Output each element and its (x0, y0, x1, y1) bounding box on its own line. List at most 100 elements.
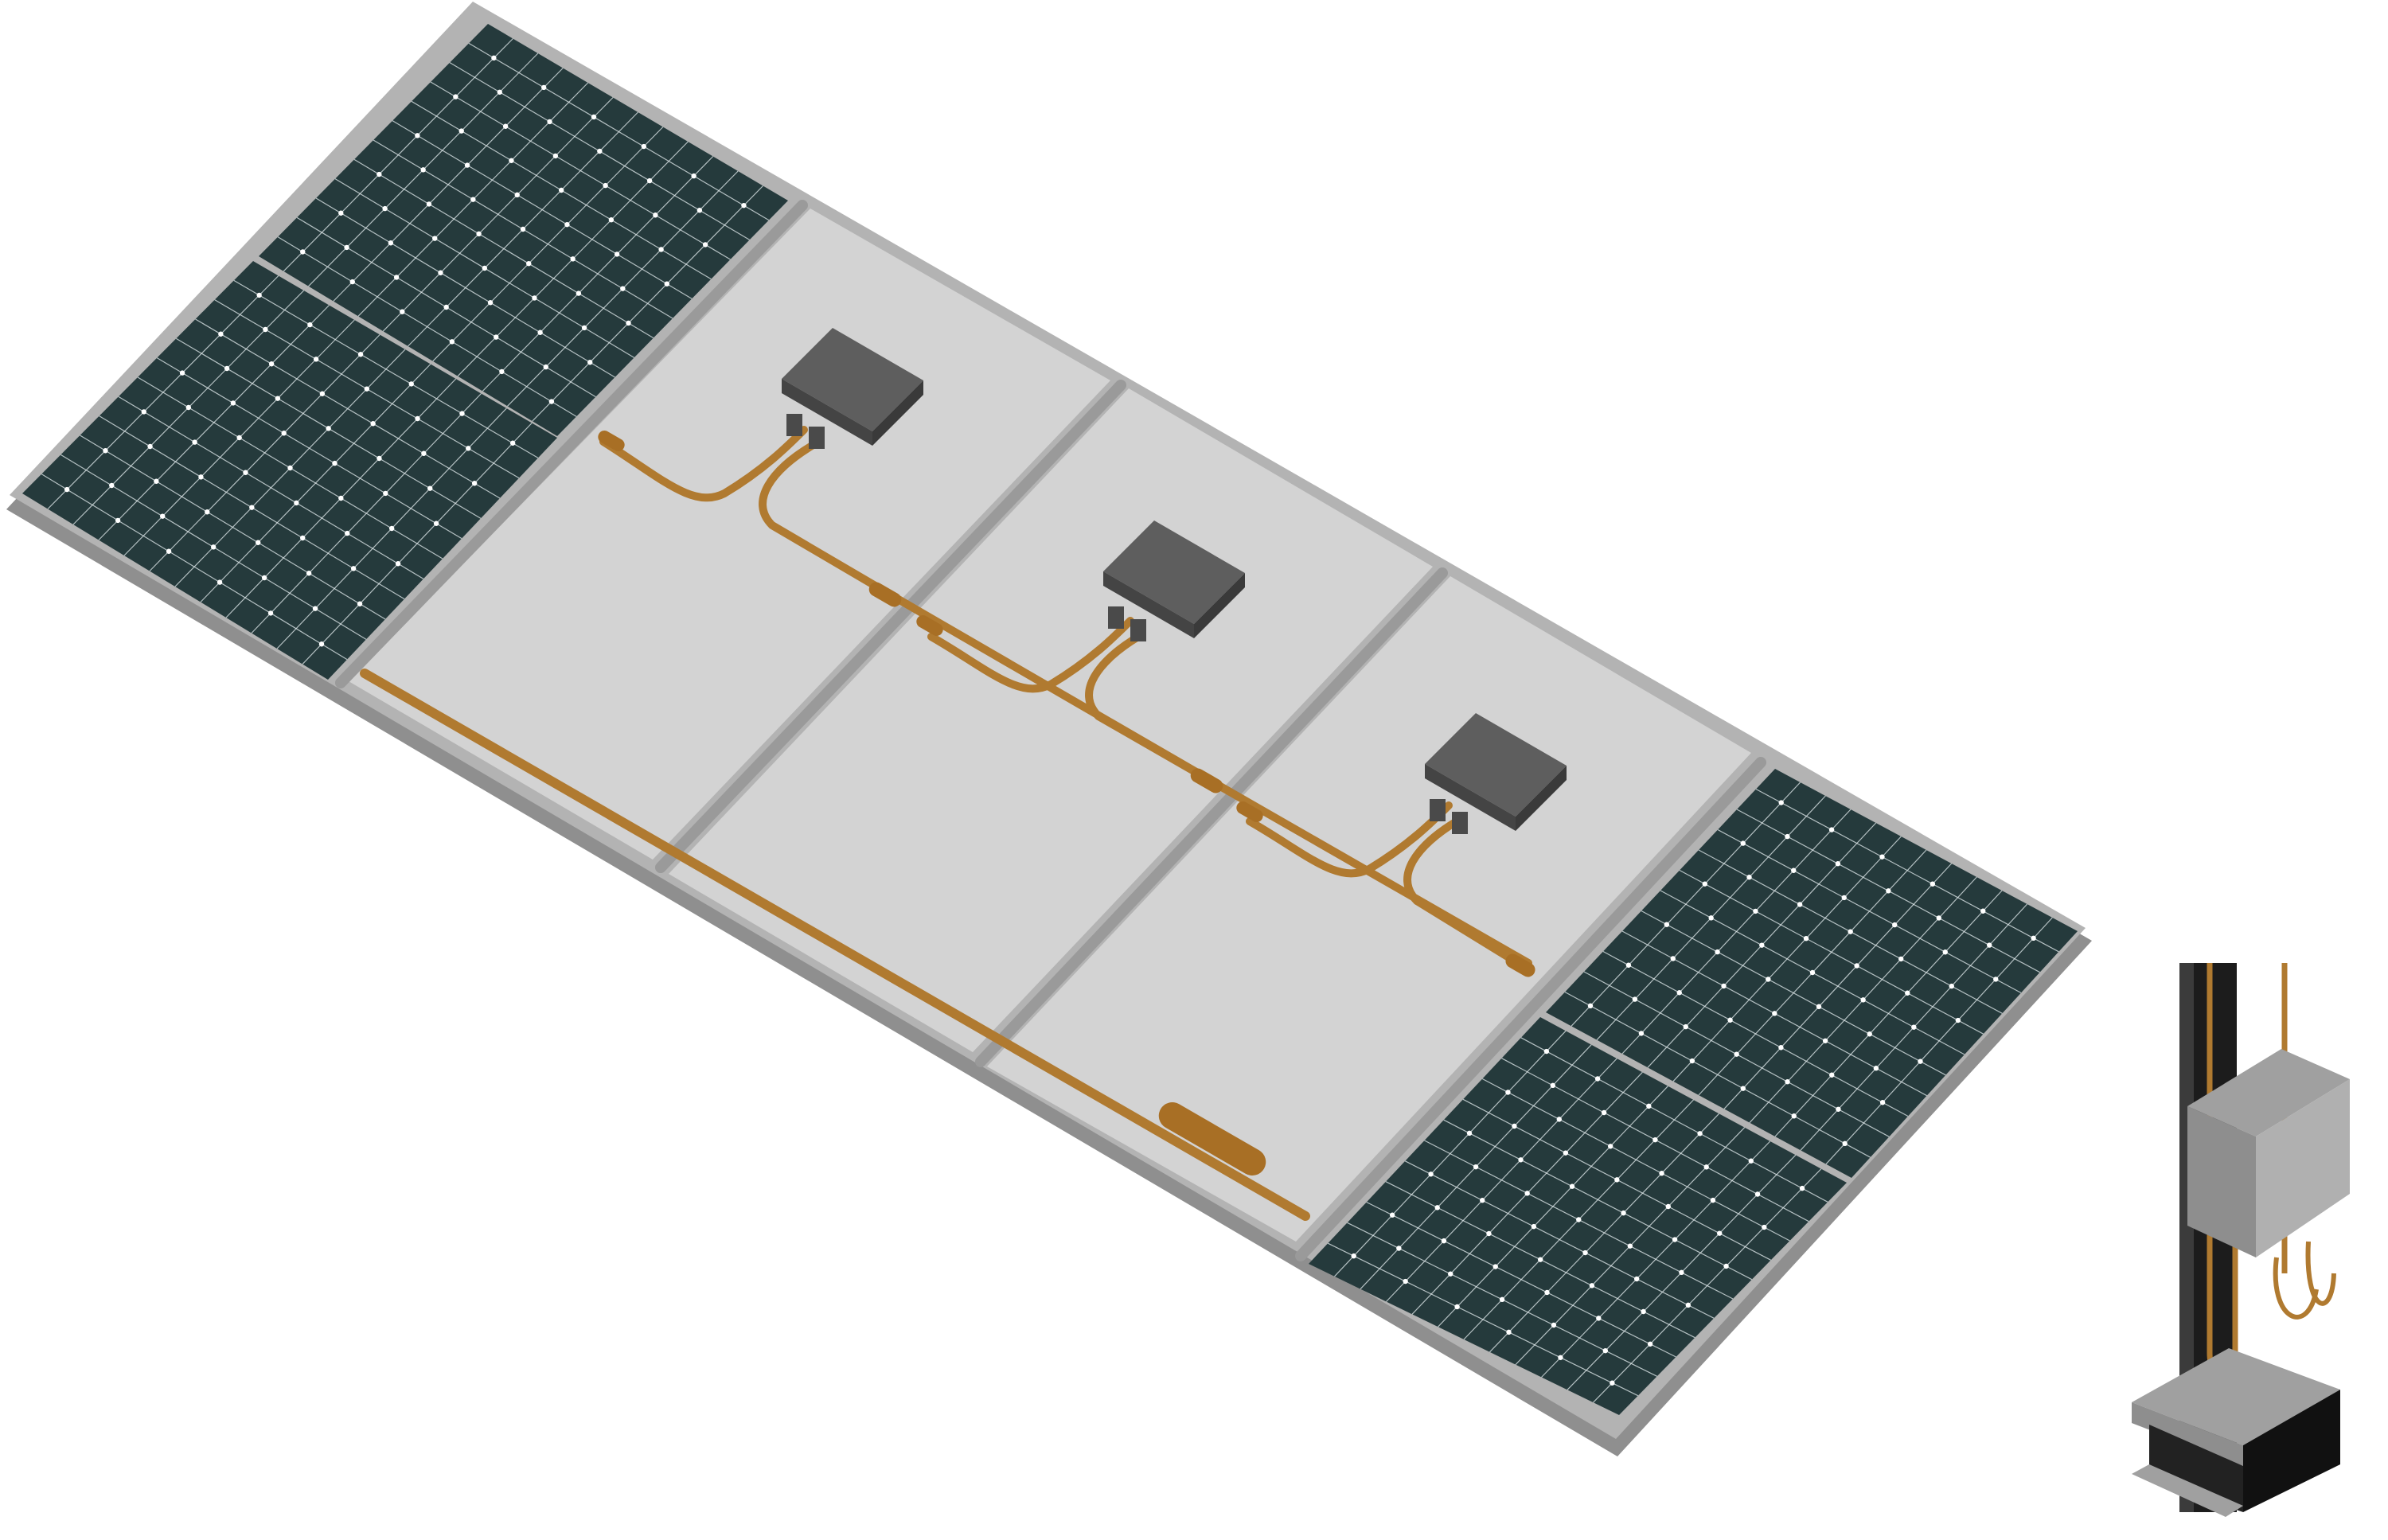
cell-dot (443, 304, 449, 310)
cell-dot (641, 143, 647, 150)
cell-dot (313, 357, 319, 362)
microinverter-box-icon (1425, 713, 1567, 817)
cell-dot (1607, 1144, 1613, 1149)
cell-dot (141, 409, 146, 415)
cell-dot (1955, 1017, 1961, 1023)
cell-dot (608, 217, 615, 223)
solar-panel-left (22, 24, 788, 680)
cell-dot (1641, 1308, 1646, 1315)
cell-dot (395, 561, 401, 567)
cell-dot (267, 610, 274, 616)
cell-dot (597, 148, 603, 154)
cell-line (302, 423, 533, 665)
inverter-port (1452, 812, 1468, 834)
cell-dot (1708, 915, 1714, 921)
cell-dot (1753, 908, 1758, 914)
cell-dot (1596, 1316, 1602, 1321)
cell-dot (564, 221, 570, 228)
cell-dot (1672, 1237, 1678, 1242)
cell-dot (1524, 1191, 1530, 1196)
cell-dot (1441, 1238, 1447, 1244)
cell-dot (1791, 867, 1797, 873)
microinverter-1 (782, 328, 923, 449)
cell-dot (1646, 1103, 1652, 1109)
cell-dot (626, 320, 631, 326)
cell-dot (377, 171, 382, 177)
cell-dot (357, 352, 364, 357)
cell-dot (1389, 1212, 1395, 1218)
cell-dot (1492, 1264, 1498, 1269)
cell-dot (1683, 1023, 1688, 1030)
cell-dot (1816, 1004, 1822, 1010)
cell-dot (1670, 956, 1676, 961)
cell-dot (458, 128, 464, 134)
cell-dot (691, 173, 696, 179)
cell-dot (1434, 1205, 1440, 1211)
cell-dot (1778, 1045, 1784, 1051)
cell-line (98, 305, 330, 540)
cell-dot (400, 309, 405, 314)
microinverter-side (782, 379, 872, 446)
connector (598, 431, 625, 451)
inverter-port (1430, 799, 1446, 821)
cell-dot (300, 249, 306, 255)
inverter-lead (927, 617, 1134, 693)
cell-dot (312, 606, 318, 611)
cell-dot (1676, 990, 1682, 996)
cell-dot (696, 208, 703, 213)
cell-dot (547, 119, 552, 125)
cell-dot (263, 326, 268, 333)
cell-dot (408, 381, 414, 387)
cell-dot (1454, 1304, 1460, 1310)
cell-line (47, 275, 279, 509)
cell-dot (552, 153, 559, 159)
cell-dot (548, 399, 555, 404)
cell-dot (1621, 1210, 1626, 1216)
cell-dot (537, 329, 543, 335)
cell-dot (388, 240, 394, 246)
microinverter-side (1516, 766, 1567, 831)
cell-dot (1537, 1257, 1543, 1262)
panel-back-2 (669, 388, 1433, 1052)
cell-dot (261, 575, 267, 581)
cell-dot (453, 94, 458, 99)
microinverter-side (872, 380, 923, 446)
cell-dot (427, 485, 433, 491)
cell-dot (1860, 997, 1866, 1003)
cell-dot (287, 465, 293, 471)
panel-divider-rails (335, 200, 1766, 1261)
cell-dot (1602, 1347, 1609, 1354)
cell-dot (1759, 942, 1765, 948)
cell-dot (236, 435, 242, 441)
cell-dot (471, 481, 478, 486)
cell-dot (1486, 1230, 1492, 1237)
cell-dot (338, 495, 344, 501)
cell-dot (1679, 1269, 1684, 1276)
cell-dot (576, 290, 582, 296)
cell-dot (1601, 1109, 1607, 1116)
cell-dot (476, 231, 482, 237)
cell-dot (1936, 915, 1941, 921)
cell-dot (558, 187, 564, 193)
divider-rail (335, 200, 808, 688)
cell-dot (1518, 1157, 1524, 1163)
cell-dot (1835, 861, 1841, 867)
cell-dot (532, 295, 537, 301)
inverter-chain (1403, 817, 1524, 969)
cell-grid (41, 38, 770, 665)
cell-dot (103, 448, 108, 454)
cell-dot (1799, 1185, 1805, 1191)
bracket-foot (2132, 1464, 2243, 1517)
cell-line (1334, 1030, 1567, 1277)
cell-dot (217, 579, 223, 585)
cell-dot (1428, 1172, 1434, 1177)
cell-dot (1879, 1100, 1886, 1105)
cell-dot (1809, 969, 1816, 976)
cell-dot (1911, 1024, 1917, 1030)
cell-dot (1556, 1117, 1563, 1122)
cell-dot (646, 177, 653, 184)
cell-dot (1664, 922, 1670, 927)
cell-dot (185, 404, 192, 411)
cell-dot (581, 325, 587, 331)
